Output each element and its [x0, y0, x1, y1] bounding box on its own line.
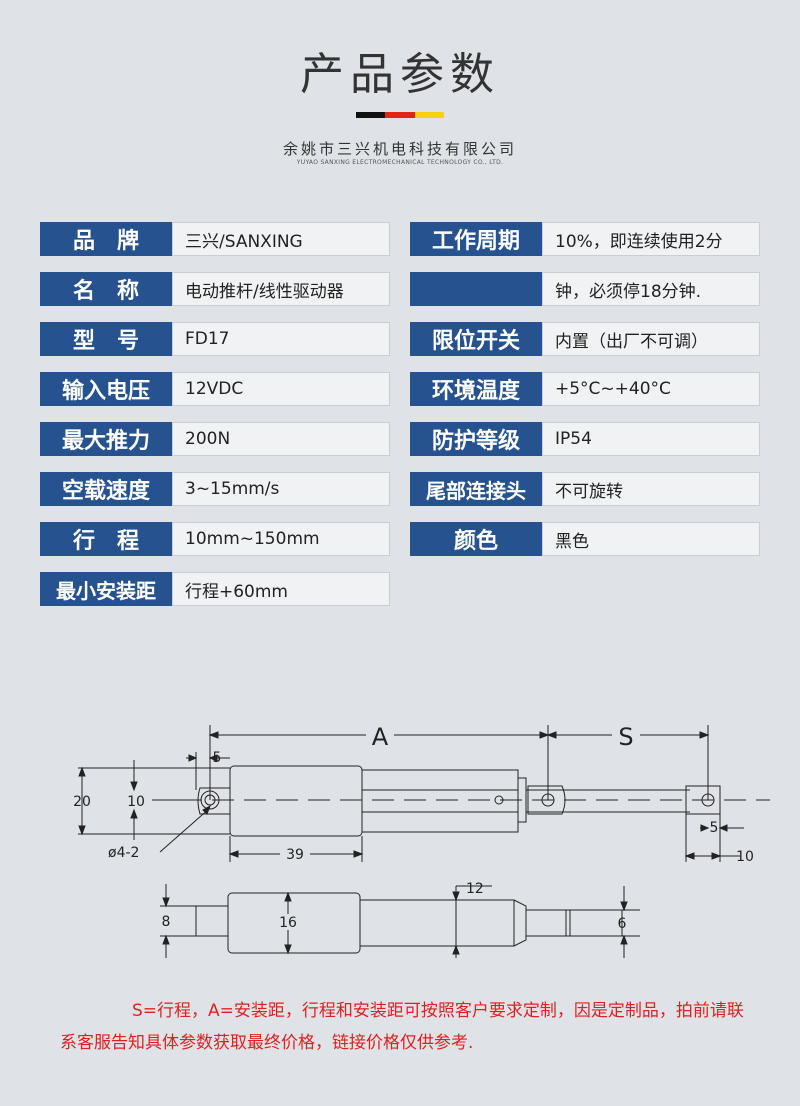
dim-a-label: A — [372, 723, 389, 751]
company-name-cn: 余姚市三兴机电科技有限公司 — [282, 140, 517, 158]
spec-label: 空载速度 — [40, 472, 172, 506]
spec-row-color: 颜色 黑色 — [410, 522, 760, 556]
spec-value: IP54 — [542, 422, 760, 456]
spec-value: +5°C~+40°C — [542, 372, 760, 406]
spec-value: 3~15mm/s — [172, 472, 390, 506]
spec-value: 行程+60mm — [172, 572, 390, 606]
spec-value: 电动推杆/线性驱动器 — [172, 272, 390, 306]
spec-value: 10mm~150mm — [172, 522, 390, 556]
spec-value: 内置（出厂不可调） — [542, 322, 760, 356]
spec-value: 10%，即连续使用2分 — [542, 222, 760, 256]
dim-s-label: S — [618, 723, 633, 751]
spec-row-duty-cycle-cont: 钟，必须停18分钟. — [410, 272, 760, 306]
spec-value: 200N — [172, 422, 390, 456]
spec-value: 不可旋转 — [542, 472, 760, 506]
color-stripe — [356, 112, 444, 118]
spec-label: 名 称 — [40, 272, 172, 306]
spec-label: 输入电压 — [40, 372, 172, 406]
dimension-drawing: A S 5 20 10 ø4-2 39 — [73, 722, 770, 958]
spec-row-voltage: 输入电压 12VDC — [40, 372, 390, 406]
spec-row-rear-connector: 尾部连接头 不可旋转 — [410, 472, 760, 506]
dim-10-left: 10 — [127, 794, 145, 810]
stripe-black — [356, 112, 386, 118]
dim-hole: ø4-2 — [108, 845, 139, 861]
spec-label: 行 程 — [40, 522, 172, 556]
spec-label: 最大推力 — [40, 422, 172, 456]
customization-note: S=行程，A=安装距，行程和安装距可按照客户要求定制，因是定制品，拍前请联系客服… — [60, 1001, 744, 1053]
spec-row-speed: 空载速度 3~15mm/s — [40, 472, 390, 506]
spec-label: 型 号 — [40, 322, 172, 356]
spec-row-brand: 品 牌 三兴/SANXING — [40, 222, 390, 256]
company-name-en: YUYAO SANXING ELECTROMECHANICAL TECHNOLO… — [296, 159, 504, 166]
spec-row-thrust: 最大推力 200N — [40, 422, 390, 456]
dim-5-top: 5 — [213, 750, 222, 766]
spec-label: 限位开关 — [410, 322, 542, 356]
spec-value: 12VDC — [172, 372, 390, 406]
spec-label: 防护等级 — [410, 422, 542, 456]
dim-5-right: 5 — [710, 820, 719, 836]
spec-row-limit-switch: 限位开关 内置（出厂不可调） — [410, 322, 760, 356]
spec-row-duty-cycle: 工作周期 10%，即连续使用2分 — [410, 222, 760, 256]
page-title: 产品参数 — [300, 49, 500, 100]
spec-label — [410, 272, 542, 306]
stripe-yellow — [414, 112, 444, 118]
dim-10-right: 10 — [736, 849, 754, 865]
spec-label: 环境温度 — [410, 372, 542, 406]
spec-row-name: 名 称 电动推杆/线性驱动器 — [40, 272, 390, 306]
stripe-red — [385, 112, 415, 118]
dim-8: 8 — [162, 914, 171, 930]
spec-label: 颜色 — [410, 522, 542, 556]
dim-39: 39 — [286, 847, 304, 863]
spec-label: 品 牌 — [40, 222, 172, 256]
dim-20: 20 — [73, 794, 91, 810]
spec-value: 黑色 — [542, 522, 760, 556]
spec-row-protection: 防护等级 IP54 — [410, 422, 760, 456]
spec-row-temperature: 环境温度 +5°C~+40°C — [410, 372, 760, 406]
spec-value: 钟，必须停18分钟. — [542, 272, 760, 306]
spec-row-stroke: 行 程 10mm~150mm — [40, 522, 390, 556]
dim-16: 16 — [279, 915, 297, 931]
spec-row-model: 型 号 FD17 — [40, 322, 390, 356]
dim-12: 12 — [466, 881, 484, 897]
spec-value: FD17 — [172, 322, 390, 356]
spec-label: 尾部连接头 — [410, 472, 542, 506]
spec-row-min-install: 最小安装距 行程+60mm — [40, 572, 390, 606]
dim-6: 6 — [618, 916, 627, 932]
spec-value: 三兴/SANXING — [172, 222, 390, 256]
spec-label: 工作周期 — [410, 222, 542, 256]
spec-label: 最小安装距 — [40, 572, 172, 606]
